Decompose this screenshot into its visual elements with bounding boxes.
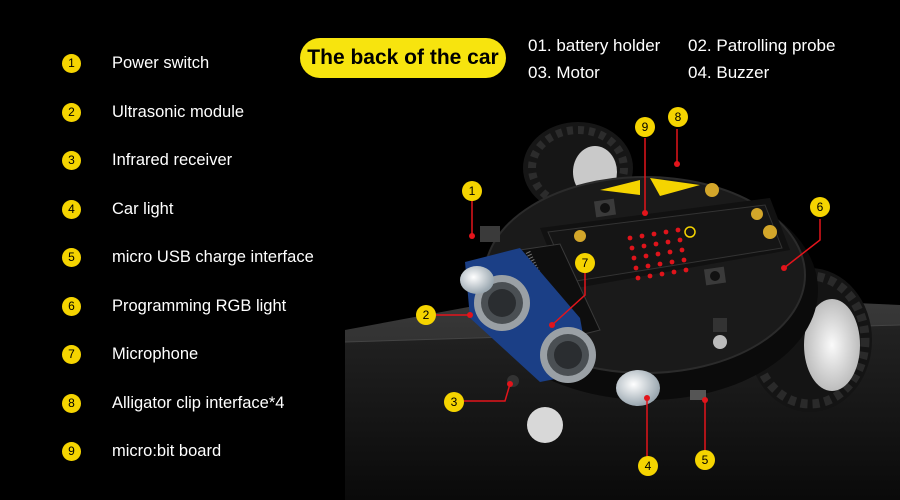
legend-number: 8 [62,393,81,413]
legend-item-microphone: 7 Microphone [62,342,198,366]
legend-number: 7 [62,344,81,364]
legend-label: Infrared receiver [112,150,233,169]
legend-label: Ultrasonic module [112,102,245,121]
callout-5: 5 [695,450,715,470]
callout-8: 8 [668,107,688,127]
legend-item-power-switch: 1 Power switch [62,51,209,75]
callout-6: 6 [810,197,830,217]
legend-number: 2 [62,102,81,122]
callout-1: 1 [462,181,482,201]
legend-item-alligator-clip: 8 Alligator clip interface*4 [62,391,284,415]
legend-label: micro USB charge interface [112,247,314,266]
back-of-car-title: The back of the car [300,38,506,78]
legend-number: 3 [62,150,81,170]
alligator-clip-pads [574,183,777,242]
legend-label: Programming RGB light [112,296,287,315]
legend-label: Alligator clip interface*4 [112,393,285,412]
callout-2: 2 [416,305,436,325]
back-item-buzzer: 04. Buzzer [688,63,770,82]
microbit-board [540,198,790,290]
components [480,226,727,443]
ultrasonic-module [465,248,596,383]
legend-item-car-light: 4 Car light [62,197,173,221]
legend-item-infrared-receiver: 3 Infrared receiver [62,148,232,172]
legend-number: 5 [62,247,81,267]
legend-number: 6 [62,296,81,316]
legend-label: Power switch [112,53,210,72]
callout-3: 3 [444,392,464,412]
back-item-patrolling-probe: 02. Patrolling probe [688,36,836,55]
legend-item-micro-usb: 5 micro USB charge interface [62,245,314,269]
legend-item-microbit-board: 9 micro:bit board [62,439,221,463]
legend-item-ultrasonic-module: 2 Ultrasonic module [62,100,244,124]
legend-label: micro:bit board [112,441,222,460]
callout-pointers [436,129,821,458]
callout-4: 4 [638,456,658,476]
back-item-motor: 03. Motor [528,63,600,82]
callout-7: 7 [575,253,595,273]
legend-label: Car light [112,199,174,218]
legend-number: 4 [62,199,81,219]
back-item-battery-holder: 01. battery holder [528,36,661,55]
legend-number: 9 [62,441,81,461]
legend-item-rgb-light: 6 Programming RGB light [62,294,286,318]
legend-label: Microphone [112,344,199,363]
callout-pointer-dots [467,161,787,403]
legend-number: 1 [62,53,81,73]
callout-9: 9 [635,117,655,137]
